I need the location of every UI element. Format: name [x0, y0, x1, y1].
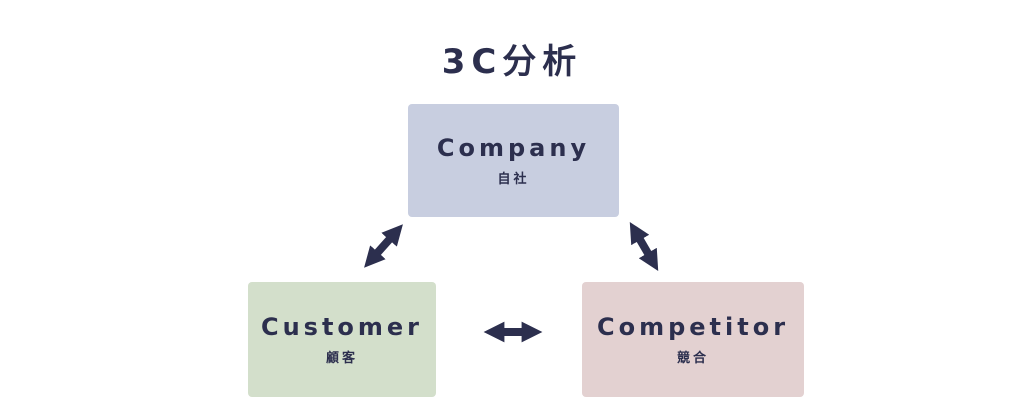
arrow-company-customer: [364, 224, 403, 268]
customer-node: Customer 顧客: [248, 282, 436, 397]
company-sublabel: 自社: [497, 172, 530, 188]
company-label: Company: [436, 133, 591, 162]
customer-label: Customer: [260, 312, 424, 341]
company-node: Company 自社: [408, 104, 619, 217]
diagram-title: 3C分析: [441, 42, 583, 82]
competitor-node: Competitor 競合: [582, 282, 804, 397]
arrow-company-competitor: [629, 222, 659, 271]
competitor-label: Competitor: [596, 312, 790, 341]
customer-sublabel: 顧客: [325, 351, 358, 367]
competitor-sublabel: 競合: [676, 351, 709, 367]
